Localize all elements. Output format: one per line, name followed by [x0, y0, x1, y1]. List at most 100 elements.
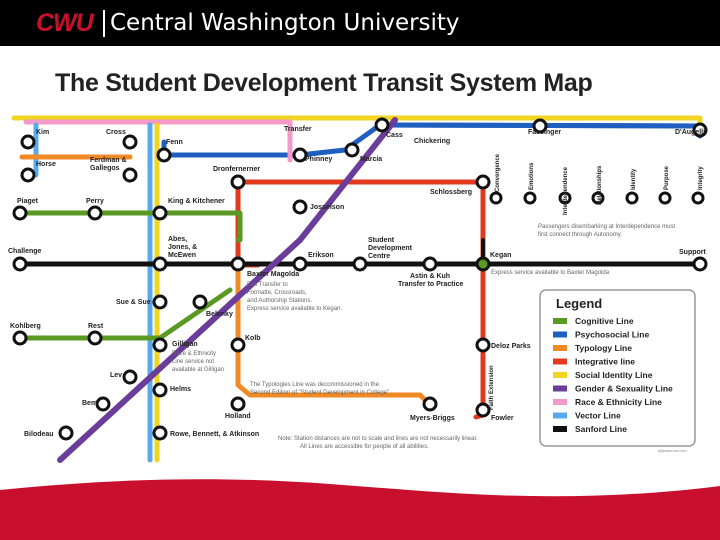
station-king — [152, 205, 168, 221]
note-race-2: Line service not — [172, 359, 214, 365]
legend-swatch — [553, 345, 567, 351]
label-daugelli: D'Augelli — [675, 129, 705, 136]
station-sue — [152, 294, 168, 310]
label-delaz: Deloz Parks — [491, 343, 531, 350]
station-fowler — [475, 402, 491, 418]
station-josselson — [292, 199, 308, 215]
page-title: The Student Development Transit System M… — [55, 69, 593, 97]
label-sdc2: Development — [368, 245, 413, 252]
station-support — [692, 256, 708, 272]
station-challenge — [12, 256, 28, 272]
note-disembark-2: first connect through Autonomy. — [538, 232, 622, 238]
station-typology — [558, 191, 572, 205]
legend-label: Cognitive Line — [575, 316, 634, 326]
station-kim — [20, 134, 36, 150]
label-schlossberg: Schlossberg — [430, 189, 472, 196]
note-typology-2: Second Edition of "Student Development i… — [250, 390, 389, 396]
label-sdc3: Centre — [368, 253, 390, 260]
station-kegan — [475, 256, 491, 272]
legend-label: Typology Line — [575, 343, 632, 353]
legend-label: Vector Line — [575, 411, 621, 421]
station-baxter — [230, 256, 246, 272]
station-deloz — [475, 337, 491, 353]
note-bus-1: Bus Transfer to — [247, 282, 288, 288]
label-chickering: Chickering — [414, 138, 450, 145]
label-astin: Astin & Kuh — [410, 273, 450, 280]
header-bar: CWU Central Washington University — [0, 0, 720, 46]
label-marcia: Marcia — [360, 156, 382, 163]
label-lev: Lev — [110, 372, 122, 379]
note-bus-3: and Authorship Stations. — [247, 298, 312, 304]
station-phinney — [292, 147, 308, 163]
station-bilodeau — [58, 425, 74, 441]
note-race-1: Race & Ethnicity — [172, 351, 216, 357]
label-fowler: Fowler — [491, 415, 514, 422]
legend-credit: @jesskrom.com — [658, 448, 687, 453]
label-sdc1: Student — [368, 237, 395, 244]
label-purpose: Purpose — [664, 165, 670, 190]
station-labels: Kim Cross Fenn Transfer Cass Chickering … — [8, 126, 706, 438]
station-bem — [95, 396, 111, 412]
station-erikson — [292, 256, 308, 272]
label-josselson: Josselson — [310, 204, 344, 211]
label-faith-extension: Faith Extension — [489, 365, 495, 410]
note-distance-1: Note: Station distances are not to scale… — [278, 436, 478, 442]
label-support: Support — [679, 249, 706, 256]
station-belenky — [192, 294, 208, 310]
label-challenge: Challenge — [8, 248, 42, 255]
label-erikson: Erikson — [308, 252, 334, 259]
station-rest — [87, 330, 103, 346]
label-kohlberg: Kohlberg — [10, 323, 41, 330]
label-rowe: Rowe, Bennett, & Atkinson — [170, 431, 259, 438]
label-cass: Cass — [386, 132, 403, 139]
legend-swatch — [553, 399, 567, 405]
station-schlossberg — [475, 174, 491, 190]
note-distance-2: All Lines are accessible for people of a… — [300, 444, 429, 450]
note-express-kegan: Express service available to Baxter Mago… — [491, 270, 610, 276]
station-rowe — [152, 425, 168, 441]
label-relationships: Relationships — [597, 165, 603, 205]
legend-label: Integrative line — [575, 357, 635, 367]
label-holland: Holland — [225, 413, 251, 420]
gender-sexuality-line — [57, 117, 398, 463]
legend-label: Social Identity Line — [575, 370, 653, 380]
label-king: King & Kitchener — [168, 198, 225, 205]
label-identity: Identity — [631, 168, 637, 190]
legend-title: Legend — [556, 296, 602, 311]
station-ferdman — [122, 167, 138, 183]
label-abes2: Jones, & — [168, 244, 197, 251]
station-myers — [422, 396, 438, 412]
station-astin — [422, 256, 438, 272]
station-identity — [658, 191, 672, 205]
label-astin2: Transfer to Practice — [398, 281, 463, 288]
label-horse: Horse — [36, 161, 56, 168]
legend-swatch — [553, 318, 567, 324]
label-sue: Sue & Sue — [116, 299, 151, 306]
station-holland — [230, 396, 246, 412]
station-fenn — [156, 147, 172, 163]
station-fassinger — [532, 118, 548, 134]
station-cognitive — [489, 191, 503, 205]
label-integrity: Integrity — [698, 166, 704, 190]
legend-label: Sanford Line — [575, 424, 627, 434]
label-piaget: Piaget — [17, 198, 39, 205]
label-rest: Rest — [88, 323, 104, 330]
stations — [12, 117, 708, 441]
note-race-3: available at Gilligan — [172, 367, 224, 373]
label-kim: Kim — [36, 129, 49, 136]
label-perry: Perry — [86, 198, 104, 205]
legend-label: Gender & Sexuality Line — [575, 384, 673, 394]
typology-line — [19, 154, 433, 408]
label-fenn: Fenn — [166, 139, 183, 146]
label-baxter: Baxter Magolda — [247, 271, 299, 278]
label-bem: Bem — [82, 400, 97, 407]
cwu-logo: CWU — [36, 9, 94, 37]
label-ferdman1: Ferdman & — [90, 157, 127, 164]
logo-divider — [103, 10, 105, 37]
label-phinney: Phinney — [305, 156, 332, 163]
station-psychosocial — [523, 191, 537, 205]
station-horse — [20, 167, 36, 183]
label-emotions: Emotions — [529, 162, 535, 190]
vertical-line-stations — [489, 191, 705, 205]
